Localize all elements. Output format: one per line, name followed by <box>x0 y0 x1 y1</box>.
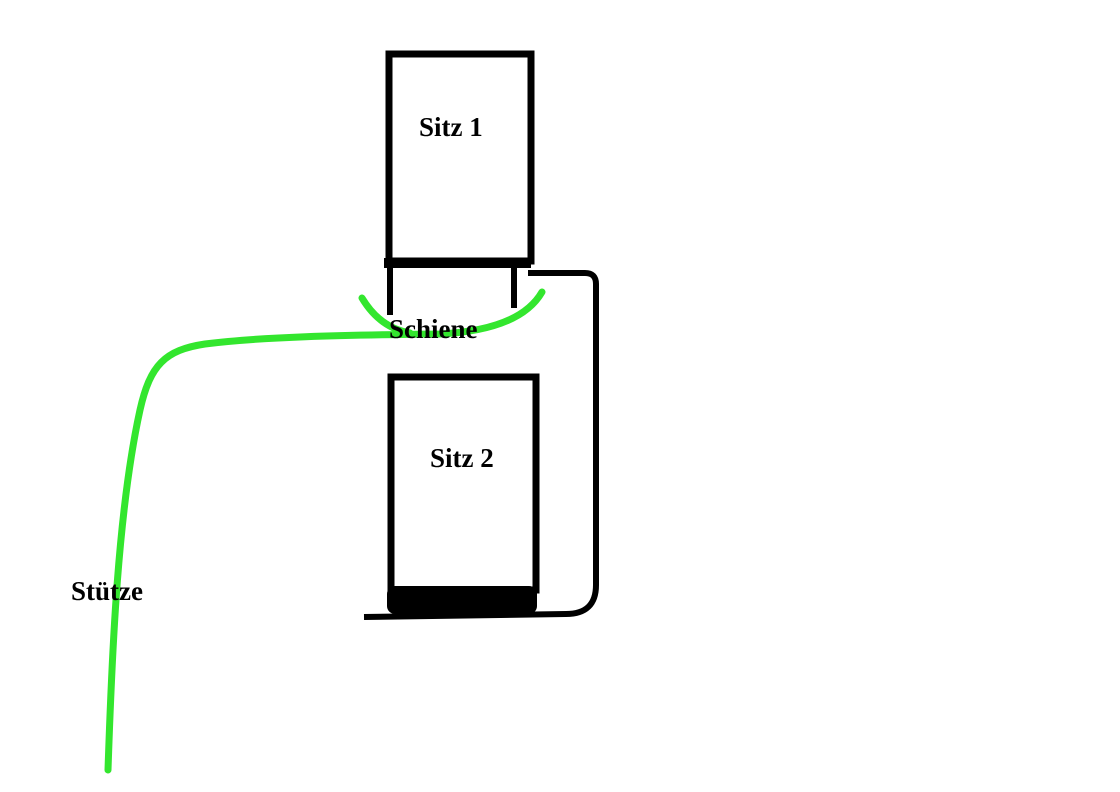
support-curve <box>104 288 546 774</box>
rail-label: Schiene <box>389 314 478 344</box>
seat-2-base-block <box>387 586 537 614</box>
frame-connector <box>363 270 599 620</box>
rail-curve <box>358 294 414 337</box>
seat-1-base-bar <box>384 258 531 268</box>
seat-1-label: Sitz 1 <box>419 112 483 142</box>
support-label: Stütze <box>71 576 143 606</box>
seat-1 <box>384 50 535 315</box>
seat-2 <box>387 373 540 614</box>
seat-1-box <box>385 50 535 265</box>
seat-2-label: Sitz 2 <box>430 443 494 473</box>
seat-2-box <box>387 373 540 594</box>
